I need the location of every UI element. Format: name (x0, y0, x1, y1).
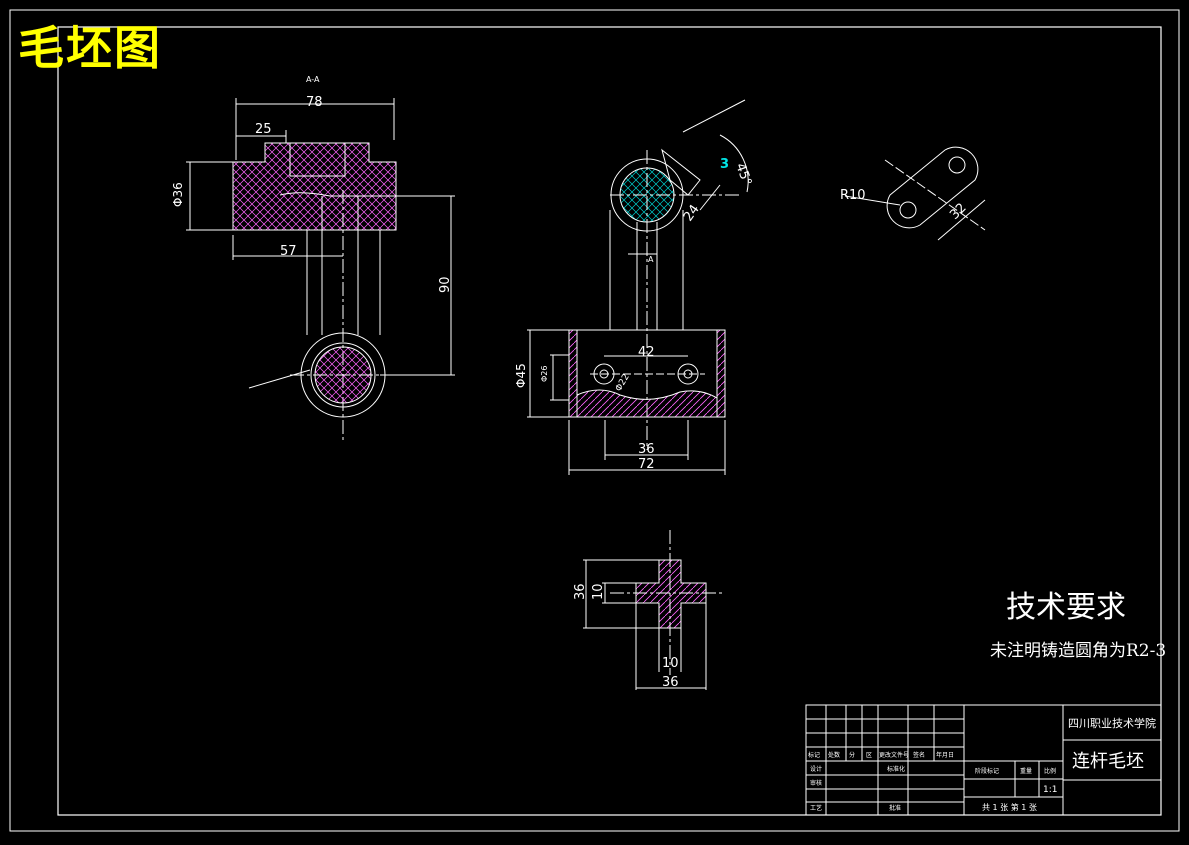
dim-24: 24 (681, 202, 703, 224)
dim-78: 78 (306, 95, 323, 110)
requirements-title: 技术要求 (1006, 590, 1126, 625)
section-label-aa: A-A (306, 75, 320, 84)
row-label: 设计 (810, 765, 822, 773)
right-header: 重量 (1020, 767, 1032, 775)
front-view (186, 98, 455, 440)
dim-72: 72 (638, 457, 655, 472)
title-block-labels: 标记 处数 分 区 更改文件号 签名 年月日 设计 审核 工艺 标准化 批准 阶… (808, 751, 1056, 812)
sheet-info: 共 1 张 第 1 张 (982, 802, 1037, 812)
dim-45-dia: Φ45 (514, 363, 528, 388)
detail-view (844, 146, 986, 241)
dim-90: 90 (438, 276, 453, 293)
dim-36-vert: 36 (573, 583, 588, 600)
col-header: 分 (849, 751, 855, 759)
outer-border (9, 9, 1180, 832)
right-header: 比例 (1044, 767, 1056, 775)
dim-36-dia: Φ36 (171, 182, 185, 207)
dim-57: 57 (280, 244, 297, 259)
col-header: 区 (866, 752, 872, 759)
col-header: 年月日 (936, 751, 954, 759)
dim-r10: R10 (840, 188, 866, 203)
row-label: 工艺 (810, 804, 822, 812)
title-block (805, 704, 1162, 816)
section-view (583, 530, 725, 690)
dim-32: 32 (947, 201, 969, 223)
dim-26-dia: Φ26 (540, 366, 549, 382)
inner-border (57, 26, 1162, 816)
section-mark-a: A (648, 255, 654, 264)
dim-22-dia: Φ22 (614, 372, 632, 393)
col-header: 标记 (808, 751, 820, 759)
page-title: 毛坯图 (18, 21, 162, 75)
dim-36-horiz: 36 (662, 675, 679, 690)
dim-10-horiz: 10 (662, 656, 679, 671)
right-header: 阶段标记 (975, 767, 999, 775)
dim-10-vert: 10 (591, 583, 606, 600)
col-header: 处数 (828, 751, 840, 759)
dim-45-deg: 45° (732, 161, 754, 188)
mid-label: 批准 (889, 804, 901, 812)
side-view (527, 99, 749, 475)
school-name: 四川职业技术学院 (1068, 716, 1156, 730)
dim-3: 3 (720, 157, 729, 172)
requirements-text: 未注明铸造圆角为R2-3 (990, 641, 1167, 661)
dim-36-side: 36 (638, 442, 655, 457)
dim-42: 42 (638, 345, 655, 360)
mid-label: 标准化 (887, 765, 905, 773)
col-header: 签名 (913, 751, 925, 759)
dim-25: 25 (255, 122, 272, 137)
row-label: 审核 (810, 779, 822, 787)
scale-value: 1:1 (1043, 785, 1057, 795)
part-name: 连杆毛坯 (1072, 751, 1144, 772)
col-header: 更改文件号 (879, 751, 909, 759)
